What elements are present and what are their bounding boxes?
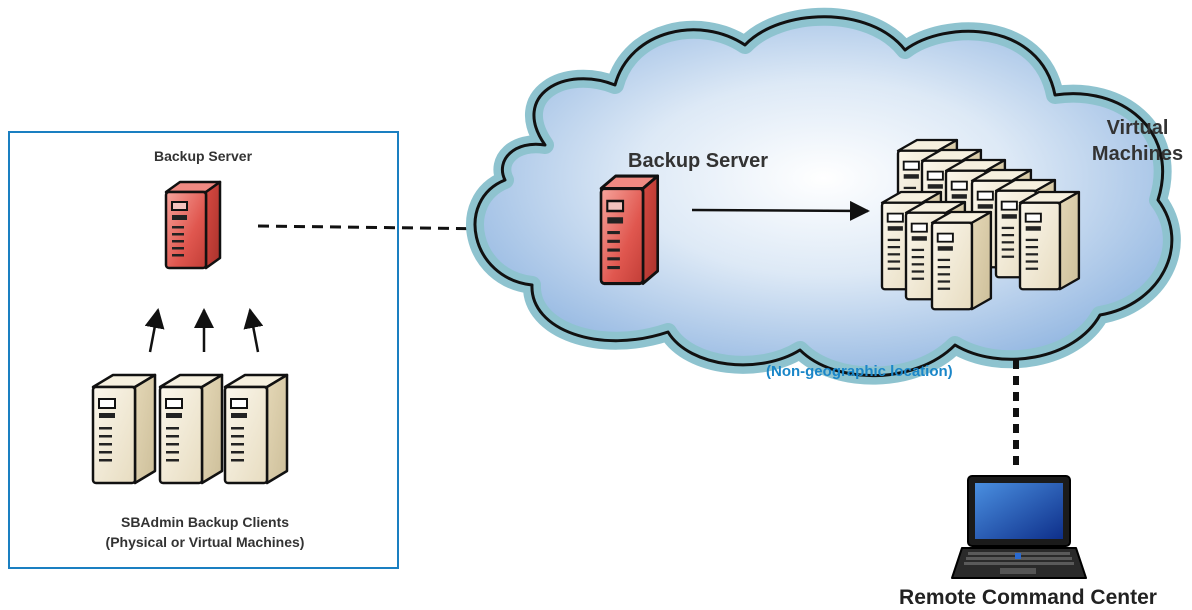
cloud-backup-server-label: Backup Server	[628, 150, 769, 172]
local-backup-server-label: Backup Server	[153, 148, 253, 164]
virtual-machines-label: Virtual Machines	[1080, 115, 1192, 167]
server-icon	[91, 373, 157, 485]
location-note: (Non-geographic location)	[766, 363, 953, 380]
server-icon	[223, 373, 289, 485]
virtual-machines-label-line2: Machines	[1091, 143, 1184, 165]
laptop-icon	[951, 475, 1087, 579]
virtual-machines-label-line1: Virtual	[1106, 117, 1169, 139]
server-icon	[1018, 190, 1081, 291]
cloud-icon	[466, 7, 1181, 385]
server-icon	[599, 174, 660, 286]
server-icon	[930, 210, 993, 311]
arrow-icon	[144, 308, 264, 353]
server-icon	[164, 180, 222, 270]
arrow-icon	[691, 200, 870, 221]
backup-clients-label: SBAdmin Backup Clients (Physical or Virt…	[70, 512, 340, 552]
remote-command-center-label: Remote Command Center	[899, 586, 1157, 609]
backup-clients-label-line2: (Physical or Virtual Machines)	[105, 534, 305, 550]
server-icon	[158, 373, 224, 485]
local-site-box	[8, 131, 399, 569]
backup-clients-label-line1: SBAdmin Backup Clients	[120, 514, 290, 530]
client-servers	[91, 373, 289, 485]
